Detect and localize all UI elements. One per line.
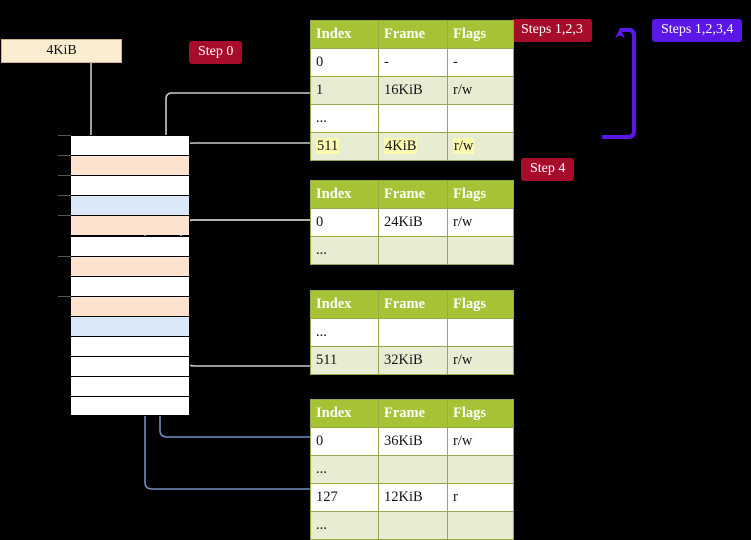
cell-flags: r xyxy=(447,483,514,512)
cell-frame xyxy=(378,318,448,347)
cell-index: 0 xyxy=(310,48,379,77)
col-header-flags: Flags xyxy=(447,290,514,319)
badge-step-0: Step 0 xyxy=(189,41,243,64)
cell-index: 511 xyxy=(310,346,379,375)
col-header-index: Index xyxy=(310,399,379,428)
cell-index: ... xyxy=(310,511,379,540)
cell-flags xyxy=(447,318,514,347)
memory-frame xyxy=(70,356,190,377)
cell-frame: 16KiB xyxy=(378,76,448,105)
cell-flags xyxy=(447,511,514,540)
cell-frame: 12KiB xyxy=(378,483,448,512)
col-header-flags: Flags xyxy=(447,20,514,49)
memory-frame xyxy=(70,315,190,336)
cell-index: ... xyxy=(310,104,379,133)
memory-frame xyxy=(70,235,190,256)
col-header-frame: Frame xyxy=(378,20,448,49)
badge-step-4: Step 4 xyxy=(521,158,575,181)
cell-flags: - xyxy=(447,48,514,77)
cell-frame xyxy=(378,511,448,540)
memory-frame xyxy=(70,396,190,417)
cell-flags xyxy=(447,236,514,265)
cell-highlight: 4KiB xyxy=(384,137,418,154)
table-row: ... xyxy=(310,455,514,484)
cell-index: ... xyxy=(310,455,379,484)
col-header-flags: Flags xyxy=(447,399,514,428)
cell-index: 0 xyxy=(310,427,379,456)
cell-frame: 24KiB xyxy=(378,208,448,237)
memory-frame xyxy=(70,275,190,296)
col-header-frame: Frame xyxy=(378,180,448,209)
cell-frame xyxy=(378,104,448,133)
col-header-index: Index xyxy=(310,290,379,319)
cell-frame xyxy=(378,236,448,265)
memory-tick xyxy=(58,175,71,177)
cell-frame xyxy=(378,455,448,484)
cell-highlight: 511 xyxy=(316,137,340,154)
size-box-4kib: 4KiB xyxy=(1,39,122,63)
memory-tick xyxy=(58,155,71,157)
table-row: 0-- xyxy=(310,48,514,77)
col-header-index: Index xyxy=(310,180,379,209)
memory-tick xyxy=(58,295,71,297)
cell-frame: 4KiB xyxy=(378,132,448,161)
cell-index: 0 xyxy=(310,208,379,237)
cell-flags: r/w xyxy=(447,346,514,375)
cell-flags: r/w xyxy=(447,132,514,161)
memory-frame xyxy=(70,255,190,276)
table-row: ... xyxy=(310,318,514,347)
cell-index: 127 xyxy=(310,483,379,512)
cell-flags: r/w xyxy=(447,427,514,456)
memory-frame xyxy=(70,155,190,176)
table-row: 511 4KiB r/w xyxy=(310,132,514,161)
cell-index: 511 xyxy=(310,132,379,161)
badge-steps-1234: Steps 1,2,3,4 xyxy=(652,19,743,42)
cell-flags: r/w xyxy=(447,208,514,237)
badge-steps-123: Steps 1,2,3 xyxy=(512,19,592,42)
memory-tick xyxy=(58,215,71,217)
memory-frame xyxy=(70,295,190,316)
cell-flags xyxy=(447,455,514,484)
col-header-frame: Frame xyxy=(378,290,448,319)
memory-tick xyxy=(58,195,71,197)
cell-highlight: r/w xyxy=(453,137,475,154)
memory-frame xyxy=(70,195,190,216)
col-header-frame: Frame xyxy=(378,399,448,428)
cell-flags xyxy=(447,104,514,133)
memory-tick xyxy=(58,255,71,257)
col-header-flags: Flags xyxy=(447,180,514,209)
table-row: ... xyxy=(310,511,514,540)
physical-memory-column xyxy=(58,135,190,417)
memory-frame xyxy=(70,376,190,397)
memory-frame xyxy=(70,215,190,236)
cell-frame: - xyxy=(378,48,448,77)
table-row: ... xyxy=(310,104,514,133)
cell-frame: 32KiB xyxy=(378,346,448,375)
cell-index: ... xyxy=(310,236,379,265)
cell-flags: r/w xyxy=(447,76,514,105)
memory-frame xyxy=(70,135,190,156)
cell-index: ... xyxy=(310,318,379,347)
memory-tick xyxy=(58,135,71,136)
col-header-index: Index xyxy=(310,20,379,49)
memory-frame xyxy=(70,175,190,196)
memory-frame xyxy=(70,336,190,357)
table-row: ... xyxy=(310,236,514,265)
cell-index: 1 xyxy=(310,76,379,105)
cell-frame: 36KiB xyxy=(378,427,448,456)
